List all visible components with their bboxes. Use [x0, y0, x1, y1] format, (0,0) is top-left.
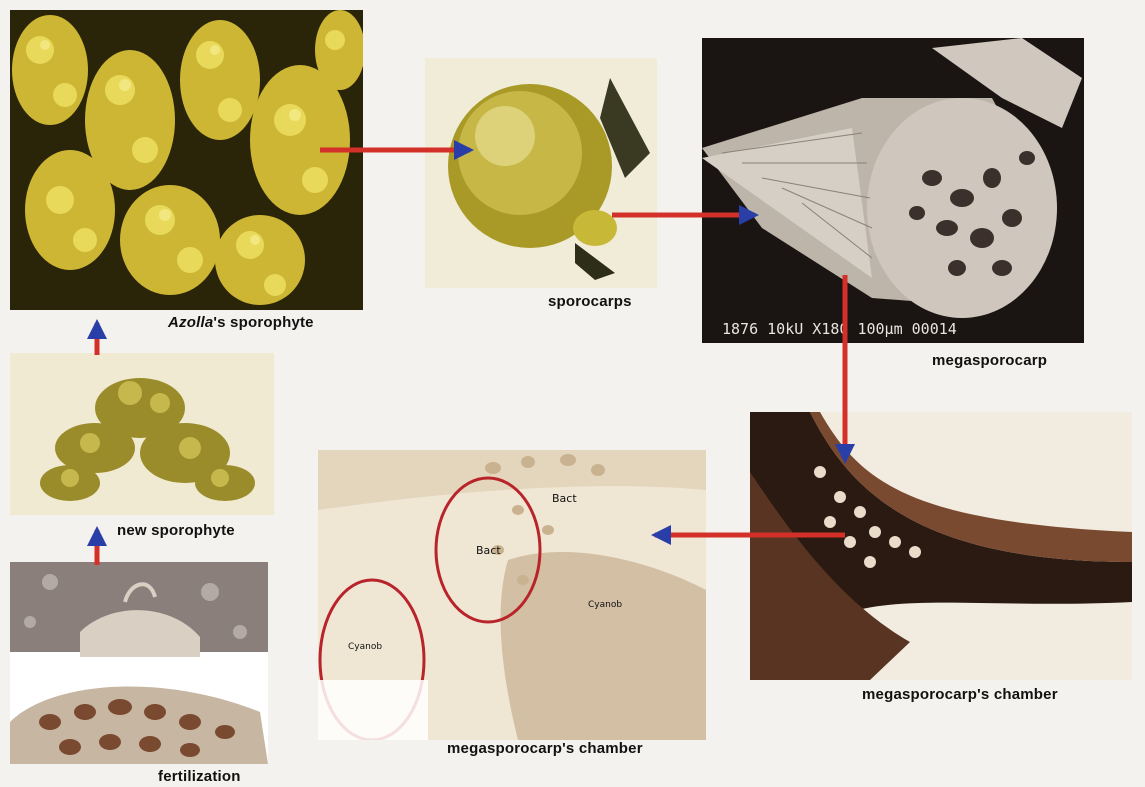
- sem-scale-text: 1876 10kU X180 100µm 00014: [722, 320, 957, 338]
- azolla-sporophyte-image: [10, 10, 363, 310]
- fertilization-image: [10, 562, 268, 764]
- sporocarps-image: [425, 58, 657, 288]
- megasporocarp-chamber-right-caption: megasporocarp's chamber: [862, 686, 1058, 703]
- azolla-sporophyte-caption: Azolla's sporophyte: [168, 314, 314, 331]
- megasporocarp-chamber-micrograph: Bact Bact Cyanob Cyanob: [318, 450, 706, 740]
- megasporocarp-sem-image: 1876 10kU X180 100µm 00014: [702, 38, 1084, 343]
- cyanob-label-left: Cyanob: [348, 642, 382, 652]
- bact-label-circled: Bact: [476, 544, 501, 557]
- bact-label-top: Bact: [552, 492, 577, 505]
- megasporocarp-caption: megasporocarp: [932, 352, 1047, 369]
- new-sporophyte-caption: new sporophyte: [117, 522, 235, 539]
- megasporocarp-chamber-center-caption: megasporocarp's chamber: [447, 740, 643, 757]
- sporocarps-caption: sporocarps: [548, 293, 632, 310]
- cyanob-label-right: Cyanob: [588, 600, 622, 610]
- new-sporophyte-image: [10, 353, 274, 515]
- fertilization-caption: fertilization: [158, 768, 241, 785]
- megasporocarp-chamber-section-image: [750, 412, 1132, 680]
